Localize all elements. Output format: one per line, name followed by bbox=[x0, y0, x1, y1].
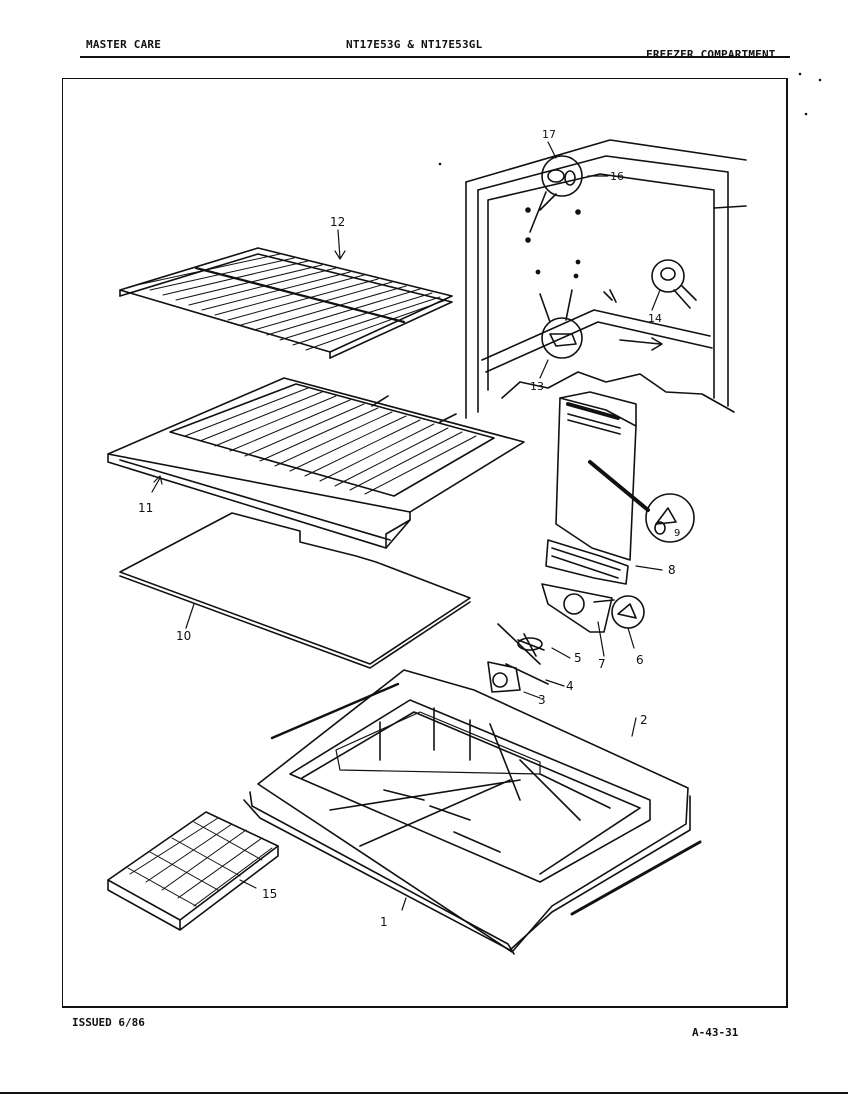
callout-14: 14 bbox=[648, 312, 662, 325]
callout-17: 17 bbox=[542, 128, 556, 141]
callout-16: 16 bbox=[610, 170, 624, 183]
header-rule bbox=[80, 56, 790, 58]
callout-11: 11 bbox=[138, 501, 153, 515]
callout-7: 7 bbox=[598, 657, 606, 671]
leader-lines bbox=[151, 141, 663, 911]
glass-panel-part bbox=[119, 512, 471, 669]
callout-15: 15 bbox=[262, 887, 277, 901]
callout-5: 5 bbox=[574, 651, 582, 665]
shelf-frame-part bbox=[107, 377, 525, 549]
freezer-cabinet-part bbox=[465, 139, 747, 419]
callout-12: 12 bbox=[330, 215, 345, 229]
callout-6: 6 bbox=[636, 653, 644, 667]
issued-date: ISSUED 6/86 bbox=[72, 1016, 145, 1029]
callout-8: 8 bbox=[668, 563, 676, 577]
model-numbers: NT17E53G & NT17E53GL bbox=[346, 38, 483, 51]
freezer-floor-part bbox=[243, 669, 702, 955]
wire-shelf-part bbox=[119, 247, 453, 359]
page-code: A-43-31 bbox=[692, 1026, 739, 1039]
callout-9: 9 bbox=[674, 528, 680, 539]
footer-rule bbox=[0, 1092, 848, 1094]
ice-tray-part bbox=[107, 811, 279, 931]
callout-13: 13 bbox=[530, 380, 544, 393]
callout-10: 10 bbox=[176, 629, 191, 643]
callout-1: 1 bbox=[380, 915, 388, 929]
brand-title: MASTER CARE bbox=[86, 38, 162, 51]
evaporator-cover-part bbox=[545, 391, 695, 585]
callout-2: 2 bbox=[640, 713, 648, 727]
fan-motor-assembly bbox=[487, 583, 645, 693]
callout-3: 3 bbox=[538, 693, 546, 707]
callout-4: 4 bbox=[566, 679, 574, 693]
diagram-frame bbox=[62, 78, 788, 1008]
